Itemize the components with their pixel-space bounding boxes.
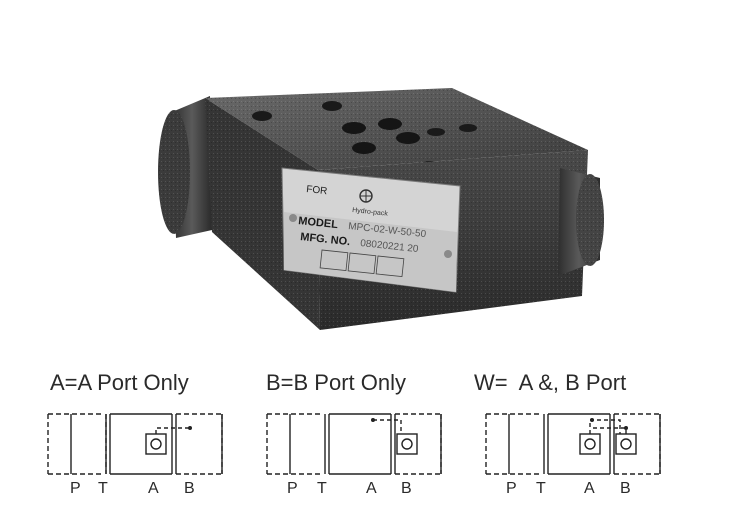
schematic-b-port-p: P	[287, 480, 298, 497]
schematic-b-port-b: B	[401, 480, 412, 497]
valve-top-face	[205, 88, 588, 170]
plate-schematic	[319, 249, 405, 278]
schematic-w-title: W= A &, B Port	[474, 370, 627, 395]
schematic-a-port-b: B	[184, 480, 195, 497]
right-end-cap	[558, 168, 604, 276]
schematic-b-title: B=B Port Only	[266, 370, 407, 395]
schematic-a-port-p: P	[70, 480, 81, 497]
schematic-a-port-a: A	[148, 480, 159, 497]
schematic-a-diagram	[47, 413, 223, 475]
schematic-w-diagram	[485, 413, 661, 475]
mfg-label: MFG. NO.	[300, 231, 351, 248]
valve-photo: FOR Hydro-pack MODEL MPC-02-W-50-50 MFG.…	[158, 88, 604, 330]
schematic-a-port-t: T	[98, 480, 108, 497]
plate-for-text: FOR	[306, 184, 328, 197]
left-end-cap	[158, 96, 212, 238]
schematic-b-port-t: T	[317, 480, 327, 497]
schematic-b-diagram	[266, 413, 442, 475]
schematic-w-port-t: T	[536, 480, 546, 497]
schematic-a-title: A=A Port Only	[50, 370, 189, 395]
model-label: MODEL	[298, 215, 339, 231]
schematic-b-port-a: A	[366, 480, 377, 497]
brand-name: Hydro-pack	[352, 207, 389, 218]
schematic-w-port-b: B	[620, 480, 631, 497]
brand-logo	[359, 189, 373, 203]
schematic-w-port-a: A	[584, 480, 595, 497]
nameplate: FOR Hydro-pack MODEL MPC-02-W-50-50 MFG.…	[281, 167, 461, 293]
schematic-w-port-p: P	[506, 480, 517, 497]
